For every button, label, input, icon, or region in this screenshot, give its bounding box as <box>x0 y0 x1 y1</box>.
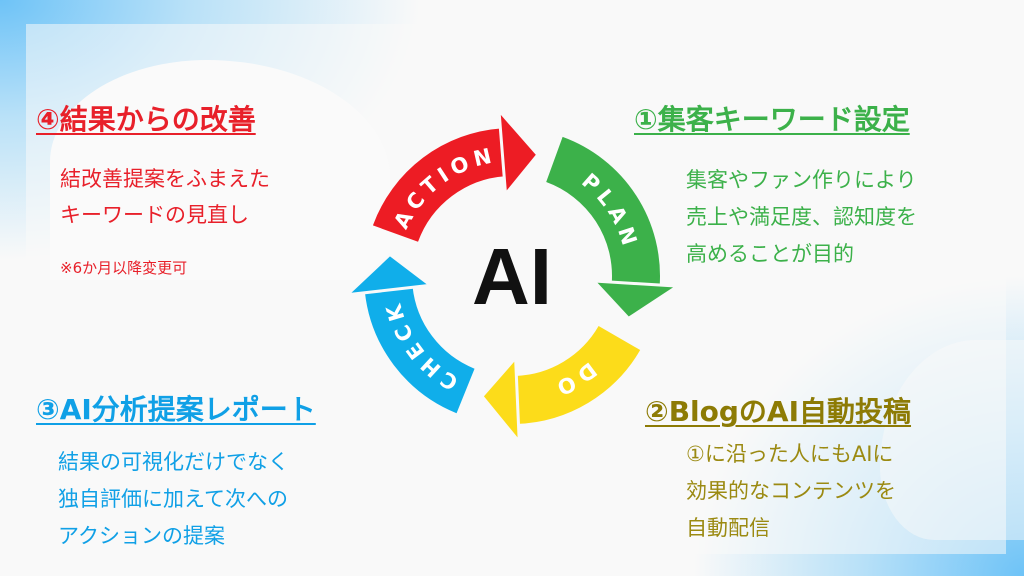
arc-body <box>364 285 476 414</box>
arrow-head-icon <box>590 279 683 321</box>
step4-body: 結改善提案をふまえた キーワードの見直し <box>60 161 270 233</box>
step3-title: ③AI分析提案レポート <box>36 393 316 426</box>
step4-line: キーワードの見直し <box>60 203 249 227</box>
step2-line: 自動配信 <box>686 516 770 540</box>
arc-body <box>514 325 641 424</box>
decorative-wave <box>50 60 390 280</box>
cycle-segment-check: CHECK <box>342 252 476 414</box>
step1-body: 集客やファン作りにより 売上や満足度、認知度を 高めることが目的 <box>686 162 917 273</box>
step2-line: ①に沿った人にもAIに <box>686 442 894 466</box>
step2-line: 効果的なコンテンツを <box>686 479 896 503</box>
center-ai-label: AI <box>472 232 552 321</box>
arrow-head-icon <box>342 252 435 297</box>
step2-title: ②BlogのAI自動投稿 <box>645 395 912 428</box>
arrow-head-icon <box>497 106 540 199</box>
step1-title: ①集客キーワード設定 <box>634 103 910 136</box>
step3-body: 結果の可視化だけでなく 独自評価に加えて次への アクションの提案 <box>58 444 289 555</box>
step1-line: 集客やファン作りにより <box>686 168 917 192</box>
step1-line: 高めることが目的 <box>686 242 854 266</box>
step3-line: 独自評価に加えて次への <box>58 487 288 511</box>
step3-line: 結果の可視化だけでなく <box>58 450 289 474</box>
step2-body: ①に沿った人にもAIに 効果的なコンテンツを 自動配信 <box>686 436 896 547</box>
cycle-segment-do: DO <box>480 325 641 447</box>
step4-line: 結改善提案をふまえた <box>60 167 270 191</box>
arc-body <box>545 136 660 287</box>
arc-body <box>372 128 506 243</box>
step4-title: ④結果からの改善 <box>36 103 256 136</box>
cycle-segment-action: ACTION <box>372 106 540 243</box>
arrow-head-icon <box>480 354 521 447</box>
step1-line: 売上や満足度、認知度を <box>686 205 917 229</box>
step3-line: アクションの提案 <box>58 524 225 548</box>
step4-note: ※6か月以降変更可 <box>60 259 188 277</box>
cycle-segment-plan: PLAN <box>545 136 683 321</box>
